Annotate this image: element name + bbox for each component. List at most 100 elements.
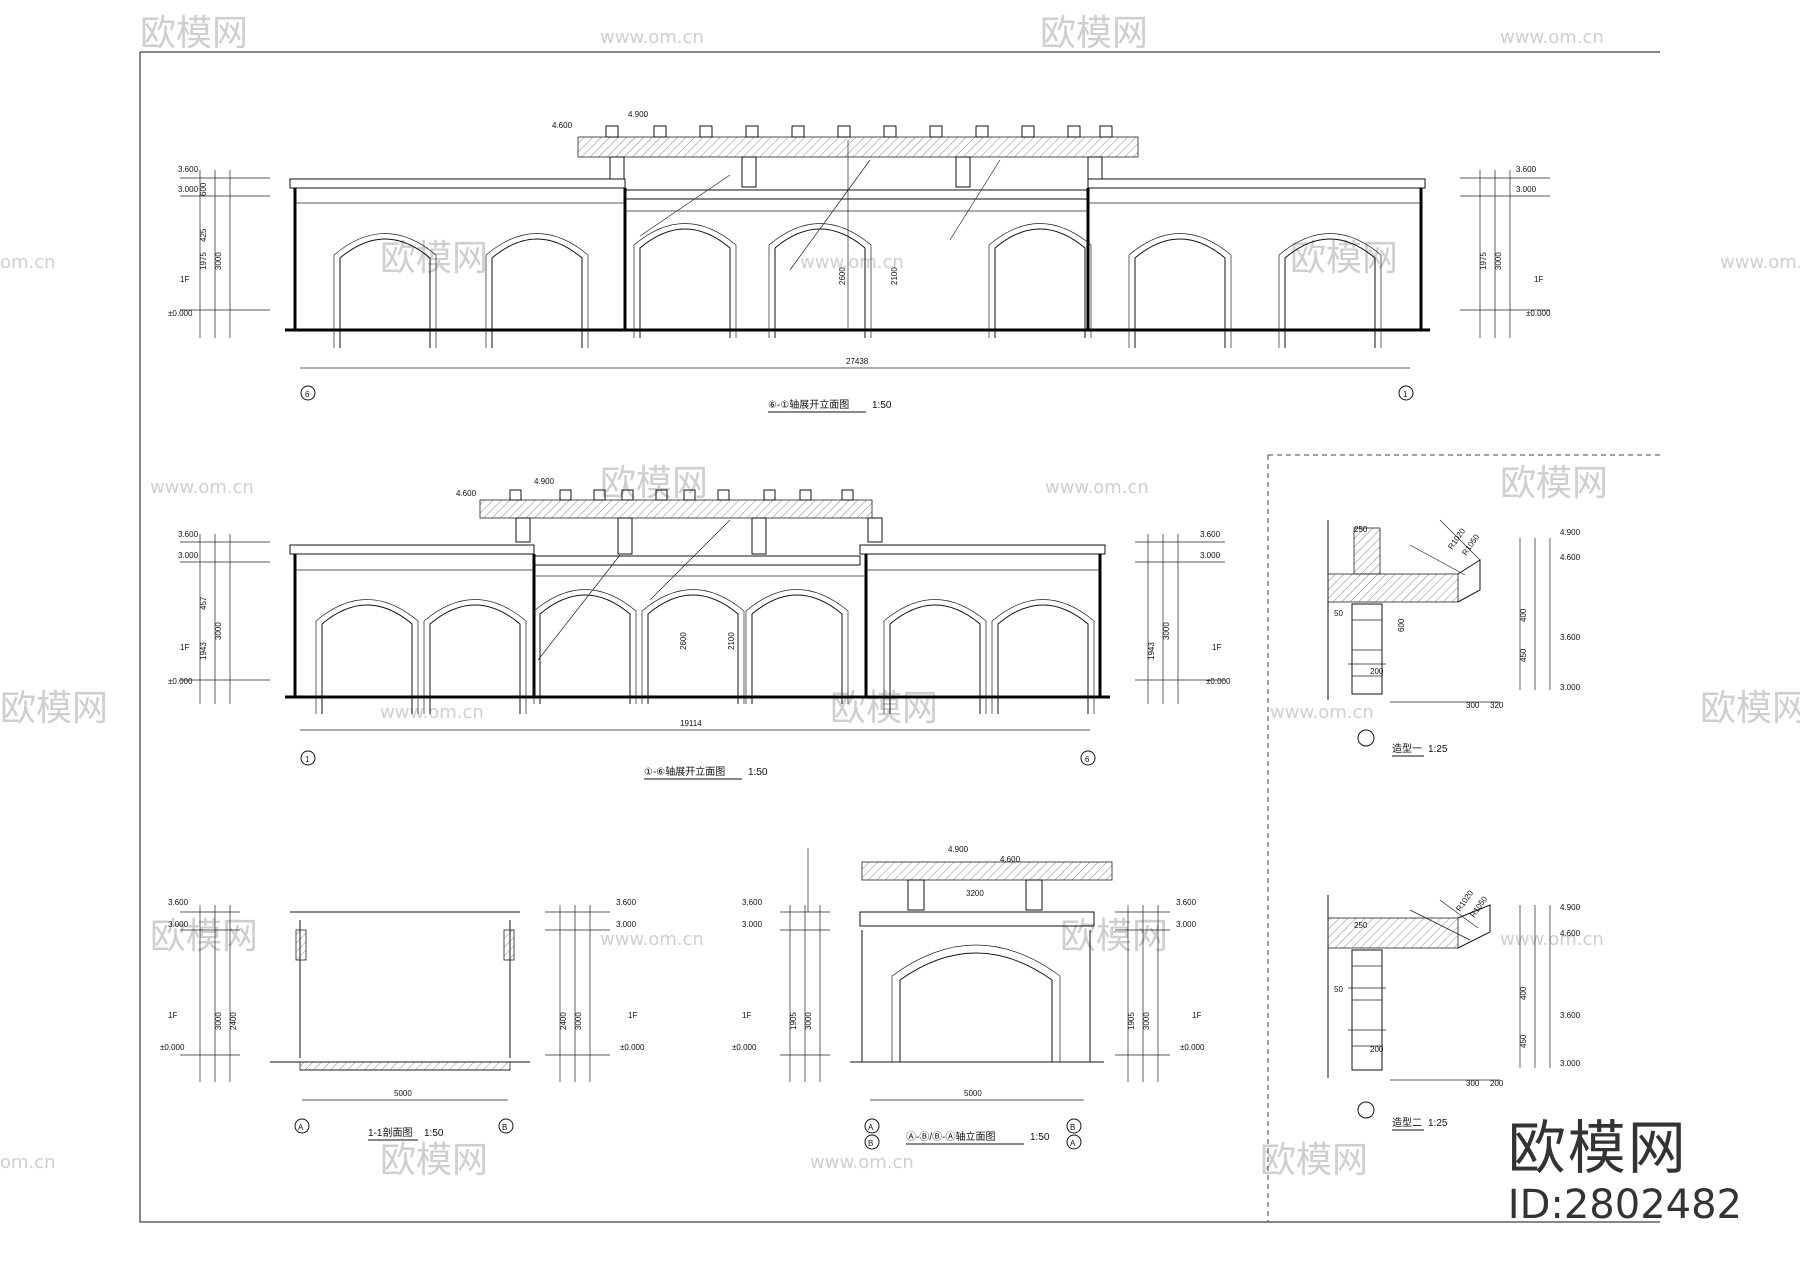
level-label: 4.600 xyxy=(1560,553,1581,562)
floor-label: 1F xyxy=(180,275,189,284)
watermark-url: www.om.cn xyxy=(1045,477,1149,498)
level-label: ±0.000 xyxy=(620,1043,645,1052)
elevation-a-b: 4.900 4.600 3.600 3.000 ±0.000 1F 3.600 … xyxy=(732,845,1205,1150)
pergola-beam xyxy=(861,861,1113,881)
level-label: 3.600 xyxy=(616,898,637,907)
dim-label: 3000 xyxy=(1142,1012,1151,1030)
overall-length: 19114 xyxy=(680,719,702,728)
view-title: 造型二 xyxy=(1392,1116,1422,1129)
elevation-width: 5000 xyxy=(964,1089,982,1098)
level-label: ±0.000 xyxy=(160,1043,185,1052)
floor-label: 1F xyxy=(628,1011,637,1020)
dim-label: 2600 xyxy=(679,632,688,650)
level-label: 3.600 xyxy=(1200,530,1221,539)
dim-label: 2600 xyxy=(838,267,847,285)
axis-label: A xyxy=(1070,1139,1076,1148)
level-label: ±0.000 xyxy=(1526,309,1551,318)
dim-label: 1975 xyxy=(199,252,208,270)
watermark-brand: 欧模网 xyxy=(1700,688,1800,729)
dim-label: 3000 xyxy=(1494,252,1503,270)
level-label: 3.000 xyxy=(1176,920,1197,929)
dim-label: 50 xyxy=(1334,985,1343,994)
floor-label: 1F xyxy=(742,1011,751,1020)
watermark-url: www.om.cn xyxy=(800,252,904,273)
view-title: ①-⑥轴展开立面图 xyxy=(644,765,725,778)
view-scale: 1:50 xyxy=(424,1128,444,1139)
view-title: 1-1剖面图 xyxy=(368,1126,412,1139)
watermark-url: om.cn xyxy=(0,252,56,273)
elevation-6-1: 3.600 3.000 ±0.000 1F 3.600 3.000 ±0.000… xyxy=(168,110,1551,413)
level-label: ±0.000 xyxy=(168,677,193,686)
level-label: 3.000 xyxy=(1560,1059,1581,1068)
floor-label: 1F xyxy=(1212,643,1221,652)
dim-label: 1943 xyxy=(199,642,208,660)
dim-label: 250 xyxy=(1354,525,1368,534)
level-label: 3.000 xyxy=(1516,185,1537,194)
view-scale: 1:50 xyxy=(872,400,892,411)
axis-label: B xyxy=(868,1139,873,1148)
watermark-url: www.om.cn xyxy=(380,702,484,723)
brand-logo-text: 欧模网 xyxy=(1507,1114,1688,1182)
dim-label: 2400 xyxy=(559,1012,568,1030)
dim-label: 50 xyxy=(1334,609,1343,618)
dim-label: 600 xyxy=(1397,618,1406,632)
axis-label: B xyxy=(1070,1123,1075,1132)
dim-label: 1905 xyxy=(1127,1012,1136,1030)
level-label: 3.600 xyxy=(1516,165,1537,174)
watermark-url: www.om.cn xyxy=(1500,27,1604,48)
pergola-beam xyxy=(479,499,873,519)
dim-label: 200 xyxy=(1370,667,1384,676)
watermark-brand: 欧模网 xyxy=(1040,13,1148,54)
level-label: 4.900 xyxy=(948,845,969,854)
level-label: 3.000 xyxy=(742,920,763,929)
watermark-brand: 欧模网 xyxy=(140,13,248,54)
axis-label: A xyxy=(298,1123,304,1132)
watermark-brand: 欧模网 xyxy=(150,916,258,957)
border-frame xyxy=(139,52,1660,1223)
dim-label: 425 xyxy=(199,228,208,242)
axis-label: 6 xyxy=(305,390,310,399)
level-label: 3.600 xyxy=(1560,633,1581,642)
section-1-1: 3.600 3.000 ±0.000 1F 3.600 3.000 ±0.000… xyxy=(160,898,645,1141)
watermark-layer: 欧模网 www.om.cn 欧模网 www.om.cn om.cn 欧模网 ww… xyxy=(0,13,1800,1181)
axis-label: 1 xyxy=(1403,390,1408,399)
floor-label: 1F xyxy=(168,1011,177,1020)
dim-label: 450 xyxy=(1519,1034,1528,1048)
watermark-brand: 欧模网 xyxy=(1290,238,1398,279)
detail-1: 4.900 4.600 3.600 3.000 250 50 200 300 3… xyxy=(1327,519,1581,757)
dim-label: 3000 xyxy=(1162,622,1171,640)
dim-label: 457 xyxy=(199,596,208,610)
watermark-brand: 欧模网 xyxy=(600,463,708,504)
dim-label: 3000 xyxy=(214,622,223,640)
watermark-brand: 欧模网 xyxy=(380,238,488,279)
watermark-url: www.om.cn xyxy=(810,1152,914,1173)
dim-label: 3000 xyxy=(804,1012,813,1030)
watermark-url: www.om.cn xyxy=(150,477,254,498)
overall-length: 27438 xyxy=(846,357,869,366)
level-label: 3.600 xyxy=(1176,898,1197,907)
level-label: 3.000 xyxy=(168,920,189,929)
dim-label: 2400 xyxy=(229,1012,238,1030)
level-label: 4.600 xyxy=(1000,855,1021,864)
dim-label: 400 xyxy=(1519,608,1528,622)
detail-2: 4.900 4.600 3.600 3.000 250 50 200 300 2… xyxy=(1327,888,1581,1131)
elevation-1-6: 3.600 3.000 ±0.000 1F 3.600 3.000 ±0.000… xyxy=(168,477,1231,780)
view-scale: 1:50 xyxy=(748,767,768,778)
watermark-brand: 欧模网 xyxy=(1500,463,1608,504)
level-label: 4.900 xyxy=(1560,903,1581,912)
axis-label: 1 xyxy=(305,755,310,764)
level-label: ±0.000 xyxy=(1206,677,1231,686)
dim-label: 400 xyxy=(1519,986,1528,1000)
level-label: 3.000 xyxy=(178,551,199,560)
level-label: ±0.000 xyxy=(732,1043,757,1052)
level-label: 3.000 xyxy=(178,185,199,194)
dim-label: 1943 xyxy=(1147,642,1156,660)
dim-label: 3000 xyxy=(214,252,223,270)
axis-label: 6 xyxy=(1085,755,1090,764)
dim-label: 320 xyxy=(1490,701,1504,710)
floor-label: 1F xyxy=(1192,1011,1201,1020)
watermark-url: om.cn xyxy=(0,1152,56,1173)
dim-label: 600 xyxy=(199,182,208,196)
watermark-url: www.om.cn xyxy=(600,929,704,950)
